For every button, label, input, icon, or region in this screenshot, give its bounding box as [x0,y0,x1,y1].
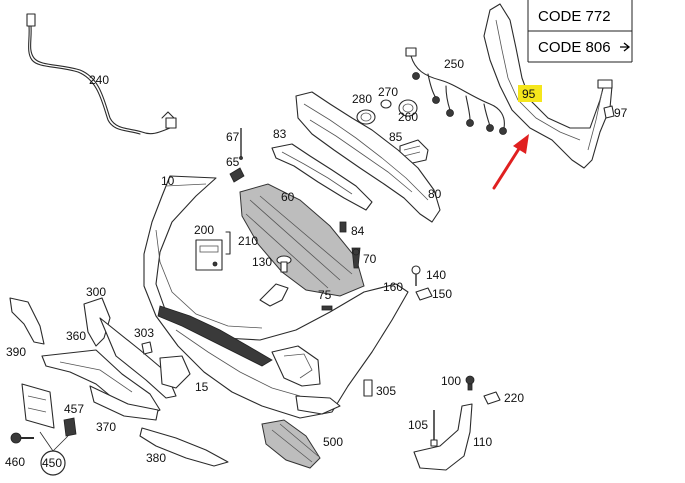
callout-10: 10 [161,174,175,188]
callout-270: 270 [378,85,398,99]
part-200-module [195,239,223,271]
callout-303: 303 [134,326,154,340]
code-806-label: CODE 806 [538,39,611,56]
arrow-right-icon [620,42,631,52]
part-95-highlight: 95 [518,85,542,102]
part-380-trim [139,427,229,467]
part-67-pin [239,128,243,160]
red-pointer-arrow [492,134,529,190]
code-772-label: CODE 772 [538,8,611,25]
part-210-bracket [225,231,231,255]
part-303-clip [141,341,153,355]
parts-280-270-260-sensors [356,99,418,125]
callout-380: 380 [146,451,166,465]
callout-85: 85 [389,130,403,144]
callout-200: 200 [194,223,214,237]
callout-250: 250 [444,57,464,71]
callout-15: 15 [195,380,209,394]
part-130-clip [276,255,292,273]
part-84-bolt [339,221,347,233]
callout-260: 260 [398,110,418,124]
callout-280: 280 [352,92,372,106]
callout-240: 240 [89,73,109,87]
callout-60: 60 [281,190,295,204]
callout-140: 140 [426,268,446,282]
callout-360: 360 [66,329,86,343]
callout-300: 300 [86,285,106,299]
part-97-clip [603,105,615,119]
callout-80: 80 [428,187,442,201]
callout-97: 97 [614,106,628,120]
part-305-bracket [363,379,373,397]
part-390-strip [9,297,45,345]
part-75-emblem [321,305,333,311]
callout-83: 83 [273,127,287,141]
callout-370: 370 [96,420,116,434]
part-105-bolt [430,410,438,447]
callout-457: 457 [64,402,84,416]
highlight-marker [518,85,542,102]
part-15-sensor [159,355,191,389]
callout-460: 460 [5,455,25,469]
part-95-bracket [483,3,613,169]
part-450-circle [39,431,69,476]
part-80-crossmember [295,91,441,223]
callout-220: 220 [504,391,524,405]
part-250-harness [405,47,507,135]
part-500-grille-insert [261,419,321,469]
callout-67: 67 [226,130,240,144]
callout-70: 70 [363,252,377,266]
callout-210: 210 [238,234,258,248]
callout-84: 84 [351,224,365,238]
part-100-clip [465,375,475,391]
callout-130: 130 [252,255,272,269]
callout-110: 110 [473,435,492,449]
part-83-bracket [271,143,373,211]
callout-65: 65 [226,155,240,169]
callout-100: 100 [441,374,461,388]
callout-390: 390 [6,345,26,359]
part-10-bumper-cover [143,175,409,419]
part-460-screw [10,432,34,444]
code-box: CODE 772 CODE 806 [527,0,633,63]
callout-500: 500 [323,435,343,449]
part-370-spoiler [89,385,159,421]
callout-160: 160 [383,280,403,294]
part-65-clip [229,167,245,183]
callout-105: 105 [408,418,428,432]
callout-95: 95 [522,87,536,101]
callout-75: 75 [318,288,332,302]
part-220-nut [483,391,501,405]
callout-150: 150 [432,287,452,301]
callout-450: 450 [42,456,62,470]
part-60-grille [239,183,365,297]
part-140-screw [411,265,421,286]
part-240-harness [26,13,177,135]
callout-305: 305 [376,384,396,398]
part-150-clip [415,287,433,301]
part-457-license-plate-bracket [21,383,77,437]
part-70-clip [351,247,361,269]
part-110-bracket [413,403,473,471]
